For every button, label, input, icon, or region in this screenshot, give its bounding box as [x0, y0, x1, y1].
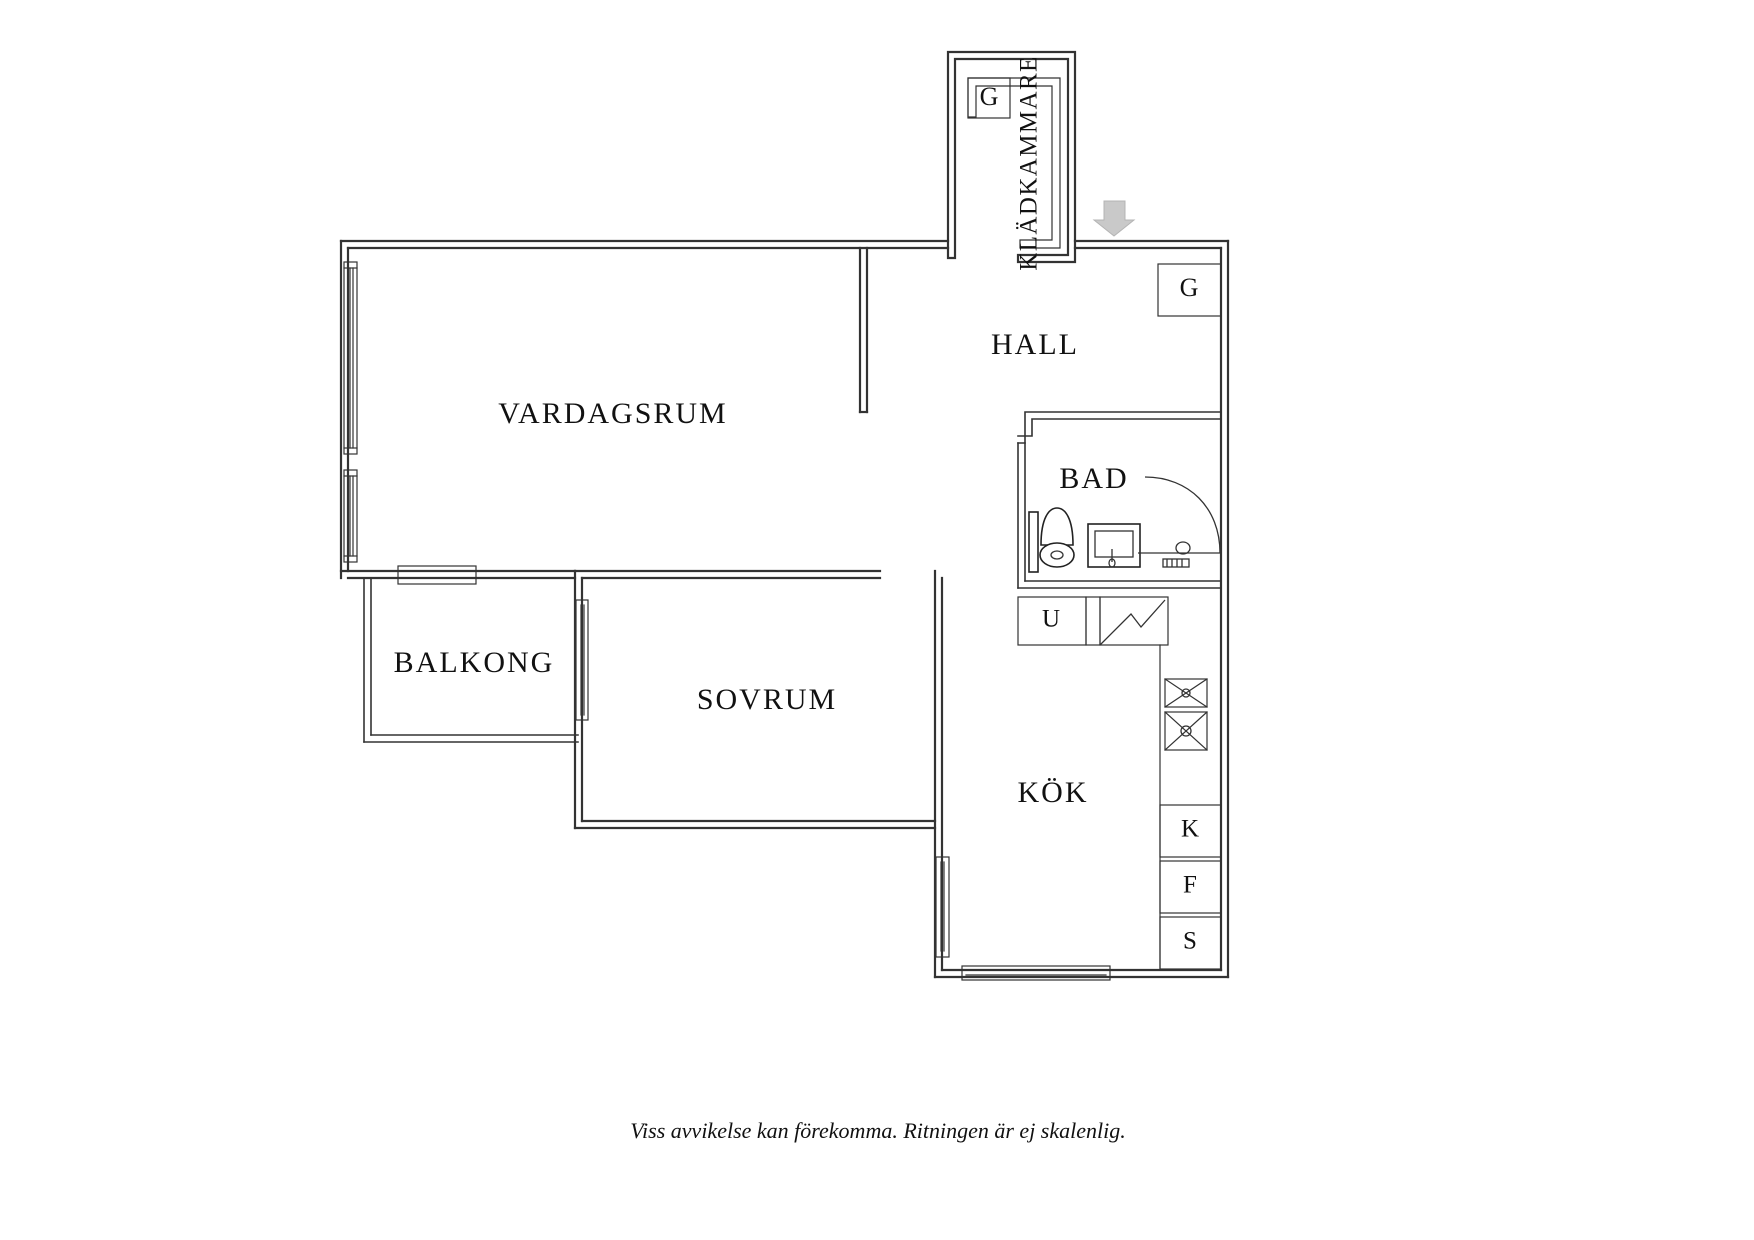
room-kok: U K F S [961, 596, 1222, 981]
apartment-outline [339, 239, 1230, 979]
room-label-vardagsrum: VARDAGSRUM [498, 397, 728, 430]
plan-caption: Viss avvikelse kan förekomma. Ritningen … [630, 1118, 1125, 1143]
room-label-hall: HALL [991, 328, 1079, 361]
appliance-s-label: S [1183, 928, 1197, 955]
closet-kladkammare-label: G [980, 82, 999, 111]
sink-icon [1087, 523, 1141, 568]
room-hall [1017, 411, 1222, 444]
entrance-arrow-icon [1092, 200, 1136, 237]
appliance-u-label: U [1042, 606, 1060, 633]
window-vardagsrum-lower [343, 469, 358, 563]
room-sovrum [573, 569, 944, 979]
window-sovrum-right [935, 856, 950, 958]
room-label-kok: KÖK [1018, 776, 1089, 809]
room-kladkammare: G KLÄDKAMMARE [946, 50, 1077, 271]
balcony-door [397, 565, 477, 585]
shower-icon [1138, 476, 1221, 568]
room-label-bad: BAD [1059, 462, 1128, 495]
room-label-sovrum: SOVRUM [697, 683, 837, 716]
appliance-f-label: F [1183, 872, 1197, 899]
room-balkong [363, 577, 579, 743]
room-label-balkong: BALKONG [394, 646, 555, 679]
closet-hall-label: G [1180, 273, 1199, 302]
toilet-icon [1028, 507, 1075, 573]
closet-hall: G [1157, 263, 1222, 317]
room-bad [1017, 442, 1222, 589]
appliance-k-label: K [1181, 816, 1199, 843]
room-label-kladkammare: KLÄDKAMMARE [1016, 55, 1043, 270]
window-vardagsrum-upper [343, 261, 358, 455]
partition-vardagsrum [858, 246, 869, 414]
